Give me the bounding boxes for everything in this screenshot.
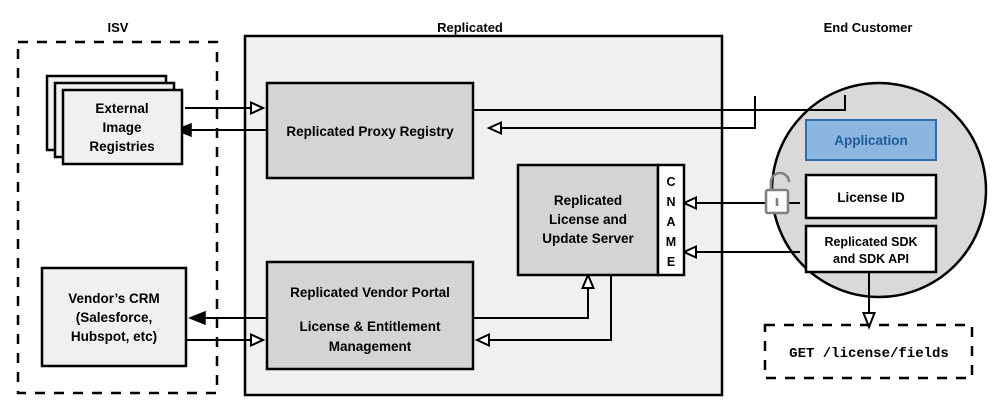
license-id-box [804,173,938,220]
node-api-request[interactable]: GET /license/fields [763,323,974,380]
arrowhead-solid-icon [173,122,192,138]
edge-sdk-to-api-request [862,272,876,330]
node-vendors-crm[interactable]: Vendor’s CRM (Salesforce, Hubspot, etc) [40,266,188,368]
node-label-crm-line2: (Salesforce, [76,310,153,325]
node-label-proxy-registry: Replicated Proxy Registry [286,124,454,139]
node-label-license-server-line1: Replicated [554,193,622,208]
arrowhead-open-icon [474,332,490,348]
edge-crm-to-vendor-portal [186,332,266,348]
cname-letter-a: A [666,215,675,229]
arrowhead-open-icon [250,332,266,348]
node-replicated-license-update-server[interactable]: Replicated License and Update Server [516,163,660,277]
node-label-license-server-line2: License and [549,212,627,227]
vendors-crm-box [40,266,188,368]
arrowhead-open-icon [681,244,697,260]
node-label-crm-line3: Hubspot, etc) [71,329,157,344]
node-label-api-request: GET /license/fields [789,346,949,362]
node-replicated-vendor-portal[interactable]: Replicated Vendor Portal License & Entit… [265,260,475,371]
replicated-sdk-box [804,224,938,274]
vendor-portal-box [265,260,475,371]
zone-container-isv [16,40,219,395]
proxy-registry-box [265,81,475,180]
node-label-sdk-line2: and SDK API [833,252,909,266]
zone-title-end-customer: End Customer [824,20,913,35]
node-label-vendor-portal-line1: Replicated Vendor Portal [290,285,450,300]
zone-title-isv: ISV [108,20,129,35]
cname-strip-box [656,163,686,277]
node-replicated-proxy-registry[interactable]: Replicated Proxy Registry [265,81,475,180]
edge-sdk-to-cname [681,244,800,260]
edge-vendor-portal-to-license-server [473,272,596,319]
node-license-id[interactable]: License ID [804,173,938,220]
zone-title-replicated: Replicated [437,20,503,35]
edge-proxy-registry-to-registries [173,122,267,138]
arrowhead-open-icon [862,312,876,330]
node-cname-strip[interactable]: C N A M E [656,163,686,277]
node-application[interactable]: Application [805,119,937,161]
node-label-registries-line2: Image [102,120,142,135]
node-replicated-sdk[interactable]: Replicated SDK and SDK API [804,224,938,274]
cname-letter-c: C [666,175,675,189]
edge-vendor-portal-to-crm [187,310,267,326]
arrowhead-solid-icon [187,310,206,326]
cname-letter-m: M [666,235,676,249]
arrowhead-open-icon [681,195,697,211]
node-label-application: Application [834,133,908,148]
unlocked-padlock-icon [764,171,791,215]
node-external-image-registries[interactable]: External Image Registries [45,74,184,166]
arrowhead-open-icon [580,272,596,289]
license-update-server-box [516,163,660,277]
node-label-vendor-portal-line2: License & Entitlement [299,319,441,334]
arrowhead-open-icon [250,100,266,116]
node-label-sdk-line1: Replicated SDK [824,235,917,249]
node-label-registries-line3: Registries [89,139,154,154]
cname-letter-e: E [667,255,675,269]
cname-letter-n: N [666,195,675,209]
edge-license-server-to-vendor-portal [474,275,612,348]
edge-registries-to-proxy-registry [185,100,266,116]
node-label-license-server-line3: Update Server [542,231,634,246]
application-box [805,119,937,161]
edge-proxy-registry-to-application [473,95,846,111]
node-label-registries-line1: External [95,101,148,116]
api-request-box [763,323,974,380]
arrowhead-open-icon [486,120,502,136]
node-label-vendor-portal-line3: Management [329,339,412,354]
node-label-license-id: License ID [837,190,905,205]
node-label-crm-line1: Vendor’s CRM [68,291,160,306]
edge-application-to-proxy-registry [486,96,756,136]
registry-stack-front [61,88,184,166]
